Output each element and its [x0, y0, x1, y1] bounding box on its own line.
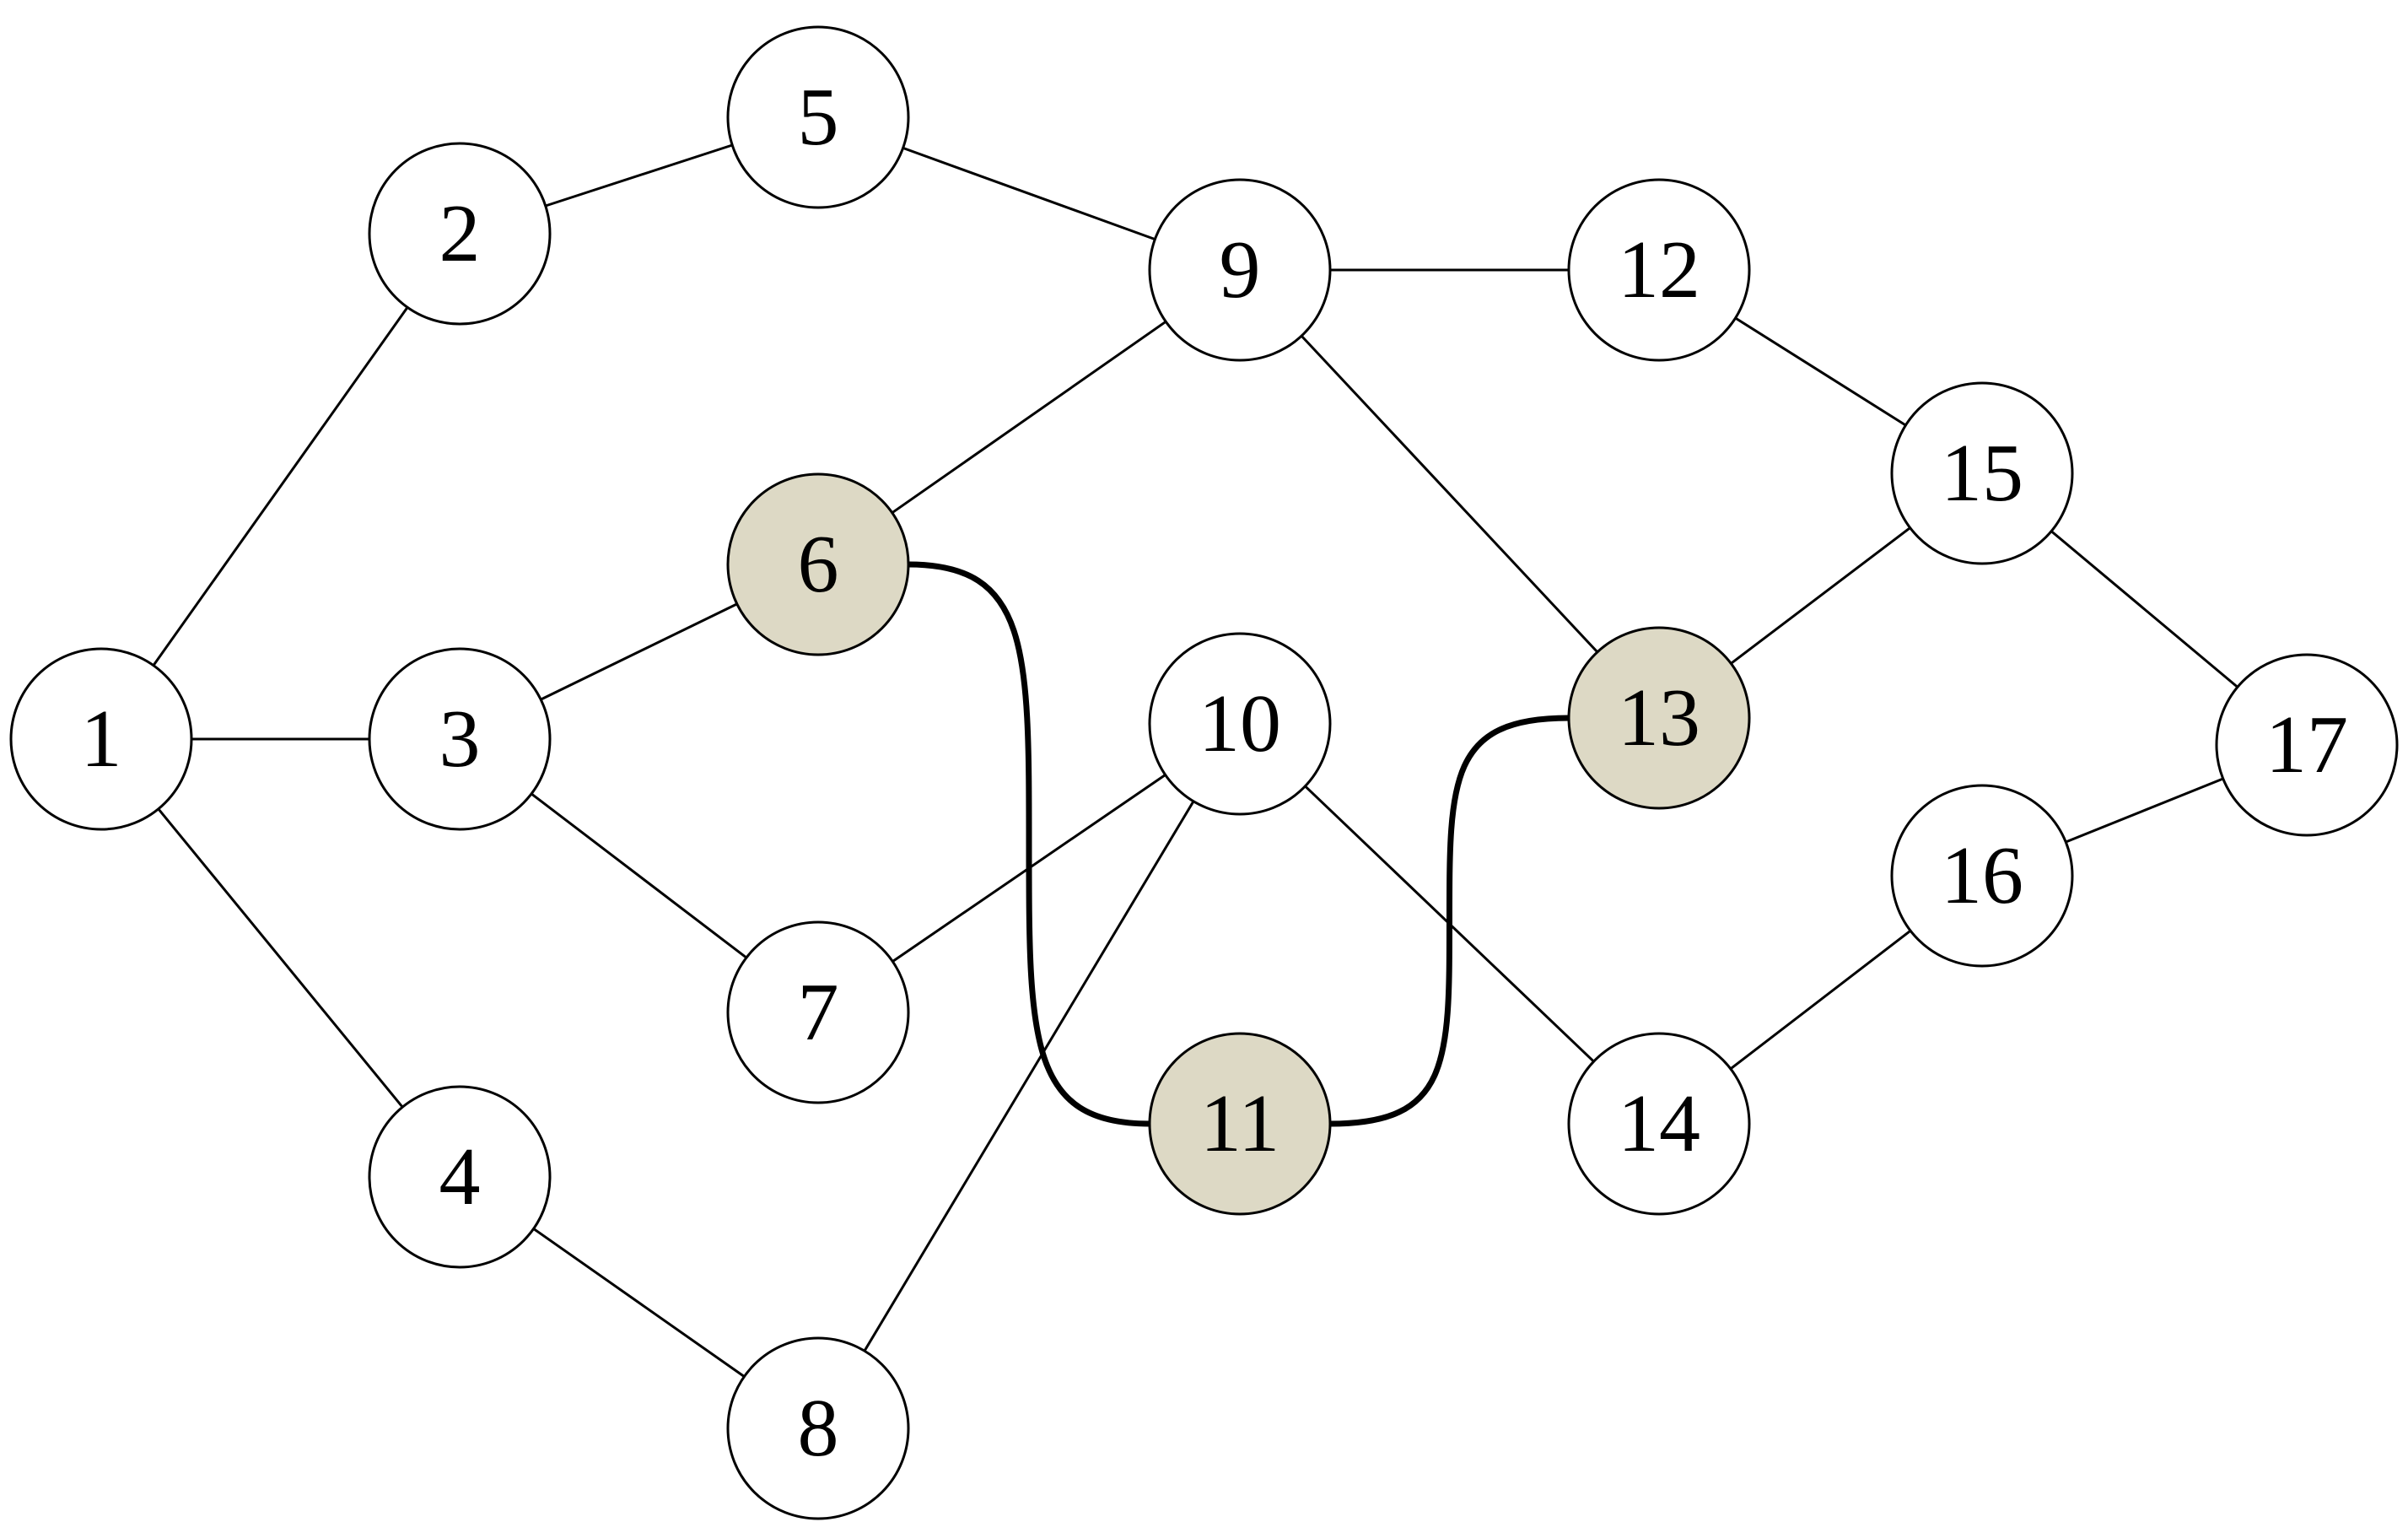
node-label-5: 5: [798, 72, 839, 163]
node-label-9: 9: [1220, 224, 1261, 316]
node-label-14: 14: [1618, 1078, 1700, 1169]
node-circle-8: [726, 1336, 910, 1520]
node-9: 9: [1148, 178, 1332, 362]
node-circle-16: [1890, 784, 2074, 968]
node-circle-11: [1148, 1032, 1332, 1216]
edge-1-2: [152, 306, 409, 667]
edge-9-13: [1301, 335, 1598, 653]
node-12: 12: [1567, 178, 1751, 362]
node-4: 4: [368, 1085, 552, 1269]
edge-8-10: [863, 801, 1195, 1352]
node-circle-2: [368, 142, 552, 326]
edge-12-15: [1734, 316, 1907, 427]
edge-16-17: [2065, 777, 2224, 844]
node-1: 1: [9, 647, 193, 831]
node-circle-1: [9, 647, 193, 831]
node-circle-13: [1567, 626, 1751, 810]
node-10: 10: [1148, 632, 1332, 816]
edge-14-16: [1729, 930, 1912, 1070]
node-circle-14: [1567, 1032, 1751, 1216]
node-circle-4: [368, 1085, 552, 1269]
edge-13-15: [1730, 526, 1911, 665]
node-11: 11: [1148, 1032, 1332, 1216]
node-label-10: 10: [1199, 678, 1281, 769]
node-label-4: 4: [439, 1131, 481, 1222]
node-label-6: 6: [798, 519, 839, 610]
node-8: 8: [726, 1336, 910, 1520]
node-7: 7: [726, 920, 910, 1104]
node-label-11: 11: [1200, 1078, 1279, 1169]
node-14: 14: [1567, 1032, 1751, 1216]
edge-2-5: [545, 143, 733, 208]
node-6: 6: [726, 472, 910, 656]
node-circle-9: [1148, 178, 1332, 362]
node-label-2: 2: [439, 188, 481, 279]
node-label-16: 16: [1941, 830, 2023, 921]
node-label-12: 12: [1618, 224, 1700, 316]
node-circle-7: [726, 920, 910, 1104]
node-label-15: 15: [1941, 428, 2023, 519]
highlighted-edge-11-13: [1329, 715, 1570, 1127]
edge-1-4: [157, 807, 404, 1109]
node-label-7: 7: [798, 967, 839, 1058]
edge-6-9: [891, 320, 1167, 515]
node-label-13: 13: [1618, 672, 1700, 764]
edge-3-7: [531, 792, 747, 959]
node-circle-10: [1148, 632, 1332, 816]
node-2: 2: [368, 142, 552, 326]
node-label-17: 17: [2265, 699, 2348, 791]
edge-4-8: [532, 1228, 746, 1378]
node-3: 3: [368, 647, 552, 831]
highlighted-path-layer: [908, 561, 1570, 1127]
edge-3-6: [540, 602, 738, 701]
node-label-3: 3: [439, 694, 481, 785]
node-5: 5: [726, 25, 910, 209]
node-circle-12: [1567, 178, 1751, 362]
node-label-8: 8: [798, 1383, 839, 1474]
edge-15-17: [2050, 530, 2238, 688]
node-circle-17: [2215, 653, 2399, 837]
highlighted-edge-6-11: [908, 561, 1150, 1127]
node-16: 16: [1890, 784, 2074, 968]
node-13: 13: [1567, 626, 1751, 810]
node-15: 15: [1890, 381, 2074, 565]
node-circle-5: [726, 25, 910, 209]
node-17: 17: [2215, 653, 2399, 837]
node-circle-6: [726, 472, 910, 656]
edge-5-9: [902, 146, 1156, 241]
node-circle-3: [368, 647, 552, 831]
node-circle-15: [1890, 381, 2074, 565]
node-label-1: 1: [81, 694, 122, 785]
